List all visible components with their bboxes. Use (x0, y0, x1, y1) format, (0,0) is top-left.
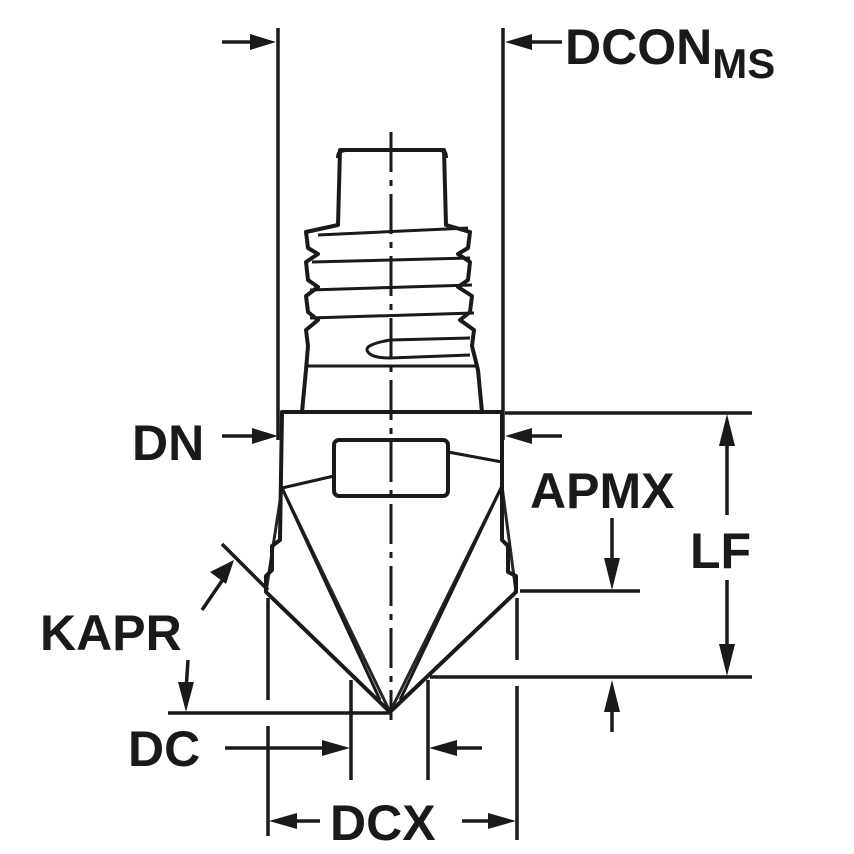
label-apmx: APMX (530, 463, 674, 519)
label-dcx: DCX (330, 795, 436, 851)
label-lf: LF (690, 523, 751, 579)
lf-dimension: LF (430, 411, 752, 679)
label-dn: DN (132, 415, 204, 471)
dn-dimension: DN (132, 28, 280, 471)
dc-dimension: DC (128, 680, 482, 780)
cutter-body (264, 410, 518, 714)
apmx-dimension: APMX (520, 463, 674, 732)
dcx-dimension: DCX (266, 598, 519, 851)
dcon-dimension: DCONMS (501, 19, 775, 444)
label-kapr: KAPR (40, 605, 182, 661)
kapr-dimension: KAPR (40, 542, 270, 712)
label-dc: DC (128, 721, 200, 777)
label-dcon: DCONMS (565, 19, 775, 87)
